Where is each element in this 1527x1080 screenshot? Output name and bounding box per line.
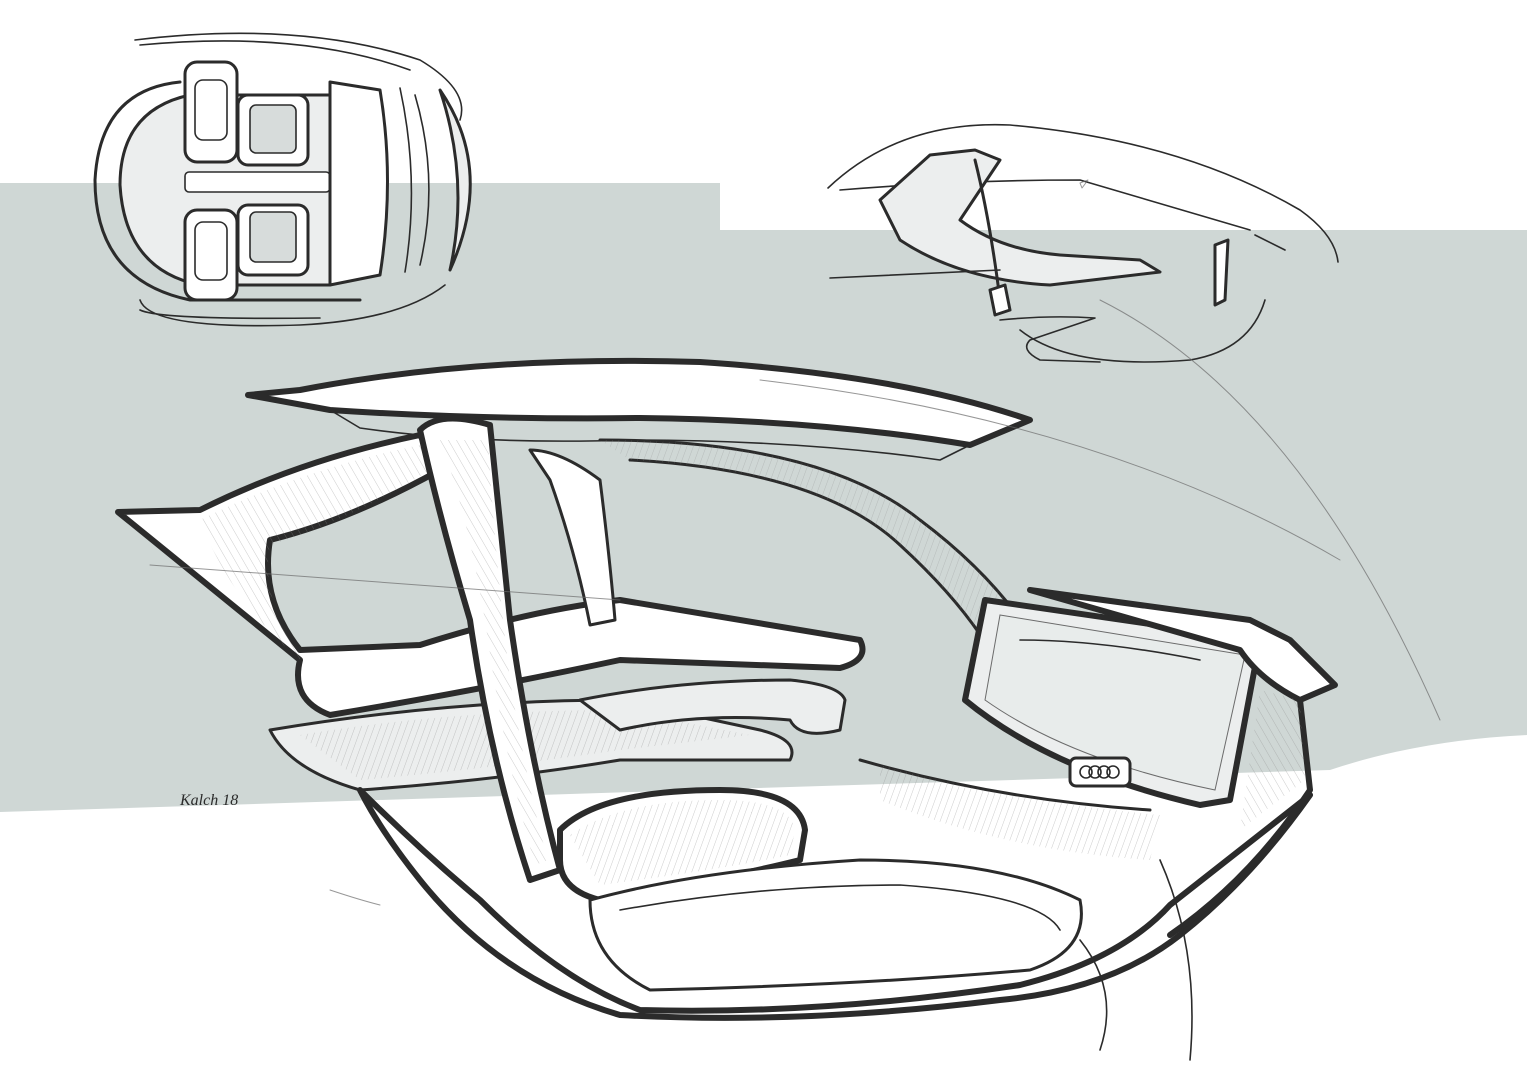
rear-seat-left — [183, 60, 239, 164]
rear-seat-right — [183, 208, 239, 302]
dash-top — [1027, 587, 1338, 703]
side-view-sketch — [827, 123, 1339, 363]
main-interior-sketch — [115, 299, 1441, 1061]
center-armrest — [578, 678, 847, 735]
plan-view-sketch — [93, 32, 472, 327]
floor-tray — [588, 858, 1083, 992]
artist-signature: Kalch 18 — [179, 792, 238, 809]
audi-badge — [1068, 756, 1132, 788]
